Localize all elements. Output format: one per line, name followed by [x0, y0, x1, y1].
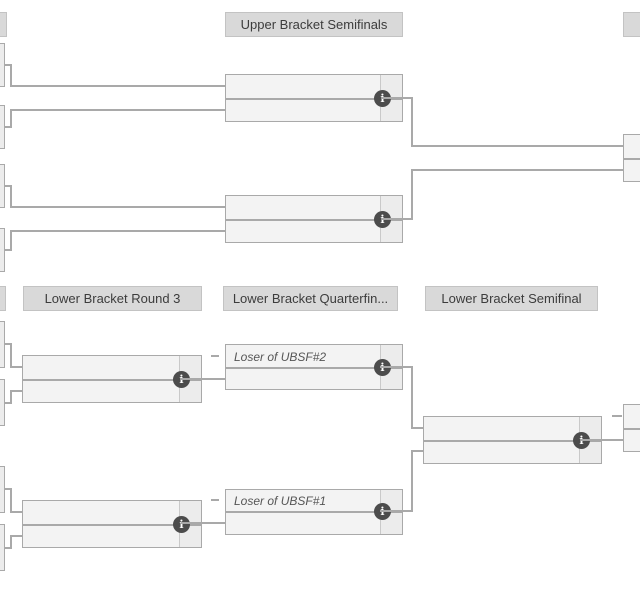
wire-ubqf3-to-ubsf2-top — [5, 185, 225, 208]
round-header-lb-prev-round-cut — [0, 286, 6, 311]
match-lb-round2-match-4-cut — [0, 524, 5, 571]
wire-ubqf4-to-ubsf2-bottom — [5, 230, 225, 251]
wire-lbr2m1-to-lbr3m1-top — [5, 343, 22, 368]
slot-divider — [23, 379, 201, 381]
slot-divider — [23, 524, 201, 526]
match-upper-bracket-semifinal-2[interactable]: i — [225, 195, 403, 243]
info-icon[interactable]: i — [374, 503, 391, 520]
wire-ubqf2-to-ubsf1-bottom — [5, 109, 225, 128]
slot-divider — [226, 367, 402, 369]
match-lower-bracket-final[interactable] — [623, 404, 640, 452]
match-lb-round2-match-2-cut — [0, 379, 5, 426]
match-lb-round2-match-1-cut — [0, 321, 5, 368]
slot-placeholder-label: Loser of UBSF#2 — [234, 349, 327, 364]
round-header-ub-prev-round-cut — [0, 12, 7, 37]
round-header-ub-final-cut — [623, 12, 640, 37]
info-icon[interactable]: i — [173, 371, 190, 388]
match-lower-bracket-quarterfinal-2[interactable]: Loser of UBSF#2 i — [225, 344, 403, 390]
match-lb-round2-match-3-cut — [0, 466, 5, 513]
match-ub-quarterfinal-1-cut — [0, 43, 5, 87]
match-lower-bracket-semifinal[interactable]: i — [423, 416, 602, 464]
round-header-lower-bracket-semifinal: Lower Bracket Semifinal — [425, 286, 598, 311]
match-ub-quarterfinal-2-cut — [0, 105, 5, 149]
wire-ubsf1-to-ubfinal-top — [382, 97, 623, 147]
score-column — [0, 106, 4, 148]
match-lower-bracket-round3-match-2[interactable]: i — [22, 500, 202, 548]
slot-divider — [226, 219, 402, 221]
score-column — [0, 44, 4, 86]
match-ub-quarterfinal-4-cut — [0, 228, 5, 272]
wire-lbr2m2-to-lbr3m1-bottom — [5, 390, 22, 404]
score-column — [0, 165, 4, 207]
info-icon[interactable]: i — [374, 211, 391, 228]
slot-divider — [424, 440, 601, 442]
score-column — [0, 322, 4, 367]
info-icon[interactable]: i — [374, 90, 391, 107]
slot-divider — [624, 428, 640, 430]
wire-lbr2m4-to-lbr3m2-bottom — [5, 535, 22, 549]
slot-divider — [226, 511, 402, 513]
info-icon[interactable]: i — [374, 359, 391, 376]
score-column — [0, 467, 4, 512]
wire-ubqf1-to-ubsf1-top — [5, 64, 225, 87]
score-column — [0, 229, 4, 271]
wire-ubsf2-to-ubfinal-bottom — [382, 169, 623, 220]
match-lower-bracket-round3-match-1[interactable]: i — [22, 355, 202, 403]
match-ub-quarterfinal-3-cut — [0, 164, 5, 208]
score-column — [0, 525, 4, 570]
slot-divider — [226, 98, 402, 100]
info-icon[interactable]: i — [173, 516, 190, 533]
slot-divider — [624, 158, 640, 160]
score-column — [0, 380, 4, 425]
match-lower-bracket-quarterfinal-1[interactable]: Loser of UBSF#1 i — [225, 489, 403, 535]
info-icon[interactable]: i — [573, 432, 590, 449]
match-upper-bracket-semifinal-1[interactable]: i — [225, 74, 403, 122]
match-upper-bracket-final[interactable] — [623, 134, 640, 182]
slot-placeholder-label: Loser of UBSF#1 — [234, 494, 327, 508]
round-header-lower-bracket-round-3: Lower Bracket Round 3 — [23, 286, 202, 311]
round-header-upper-bracket-semifinals: Upper Bracket Semifinals — [225, 12, 403, 37]
wire-lbr2m3-to-lbr3m2-top — [5, 488, 22, 513]
round-header-lower-bracket-quarterfinals: Lower Bracket Quarterfin... — [223, 286, 398, 311]
